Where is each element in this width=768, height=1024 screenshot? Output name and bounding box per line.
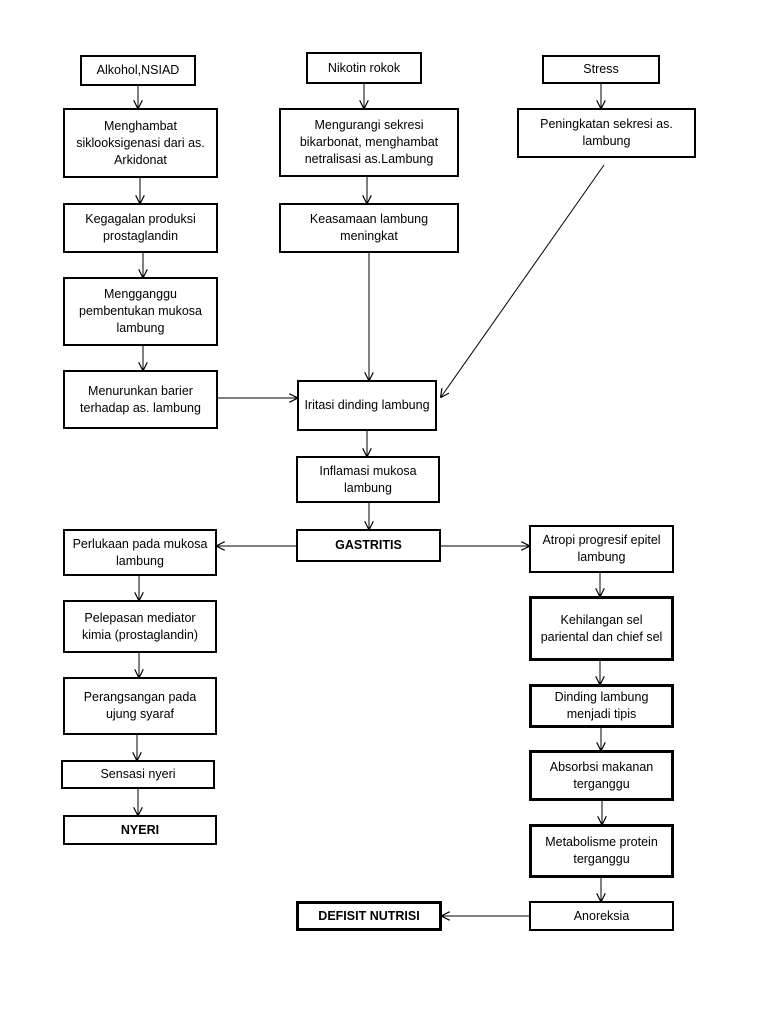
node-nikotin-rokok: Nikotin rokok bbox=[306, 52, 422, 84]
node-sensasi-nyeri: Sensasi nyeri bbox=[61, 760, 215, 789]
node-atropi: Atropi progresif epitel lambung bbox=[529, 525, 674, 573]
arrow-peningkatan-to-iritasi bbox=[441, 164, 605, 397]
node-perangsangan: Perangsangan pada ujung syaraf bbox=[63, 677, 217, 735]
node-menurunkan: Menurunkan barier terhadap as. lambung bbox=[63, 370, 218, 429]
node-pelepasan: Pelepasan mediator kimia (prostaglandin) bbox=[63, 600, 217, 653]
node-kegagalan: Kegagalan produksi prostaglandin bbox=[63, 203, 218, 253]
node-menghambat: Menghambat siklooksigenasi dari as. Arki… bbox=[63, 108, 218, 178]
node-gastritis: GASTRITIS bbox=[296, 529, 441, 562]
node-kehilangan: Kehilangan sel pariental dan chief sel bbox=[529, 596, 674, 661]
node-iritasi: Iritasi dinding lambung bbox=[297, 380, 437, 431]
node-absorbsi: Absorbsi makanan terganggu bbox=[529, 750, 674, 801]
node-dinding: Dinding lambung menjadi tipis bbox=[529, 684, 674, 728]
node-mengurangi: Mengurangi sekresi bikarbonat, menghamba… bbox=[279, 108, 459, 177]
node-metabolisme: Metabolisme protein terganggu bbox=[529, 824, 674, 878]
node-nyeri: NYERI bbox=[63, 815, 217, 845]
node-defisit-nutrisi: DEFISIT NUTRISI bbox=[296, 901, 442, 931]
node-peningkatan: Peningkatan sekresi as. lambung bbox=[517, 108, 696, 158]
node-inflamasi: Inflamasi mukosa lambung bbox=[296, 456, 440, 503]
node-anoreksia: Anoreksia bbox=[529, 901, 674, 931]
node-keasamaan: Keasamaan lambung meningkat bbox=[279, 203, 459, 253]
node-perlukaan: Perlukaan pada mukosa lambung bbox=[63, 529, 217, 576]
node-stress: Stress bbox=[542, 55, 660, 84]
node-mengganggu: Mengganggu pembentukan mukosa lambung bbox=[63, 277, 218, 346]
node-alkohol-nsiad: Alkohol,NSIAD bbox=[80, 55, 196, 86]
